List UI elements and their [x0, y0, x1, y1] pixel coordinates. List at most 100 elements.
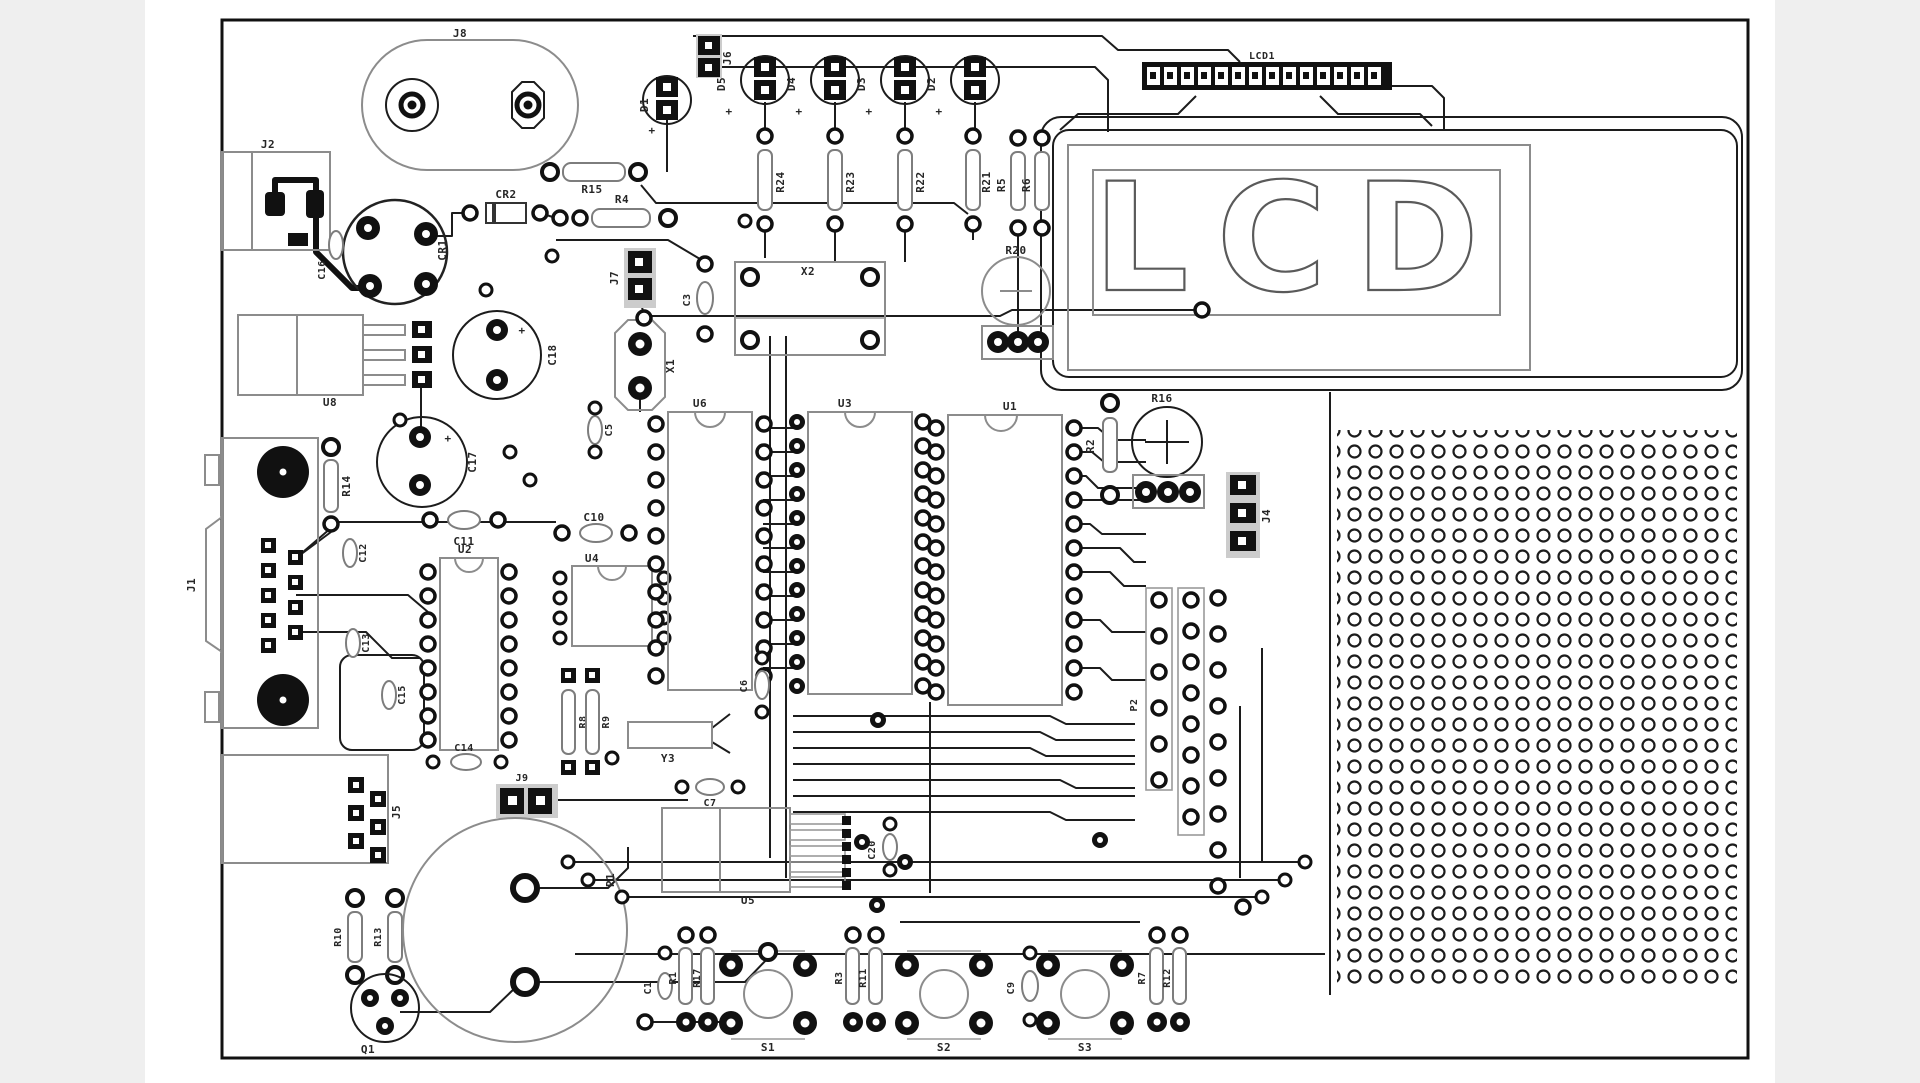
label-r17: R17 — [692, 968, 703, 988]
diode-cr2: CR2 — [461, 188, 549, 224]
label-s1: S1 — [761, 1041, 775, 1054]
label-j5: J5 — [390, 805, 403, 819]
label-r3: R3 — [834, 971, 845, 984]
resistor-r14: R14 — [321, 437, 353, 533]
label-r7: R7 — [1137, 971, 1148, 984]
transistor-q1: Q1 — [350, 973, 420, 1056]
header-j6: J6 — [696, 34, 734, 78]
header-j4: J4 — [1226, 472, 1273, 558]
label-u2: U2 — [458, 543, 472, 556]
label-u4: U4 — [585, 552, 599, 565]
label-s3: S3 — [1078, 1041, 1092, 1054]
resistor-r6: R6 — [1020, 129, 1051, 237]
label-x1: X1 — [664, 359, 677, 373]
cap-c17: + C17 — [376, 416, 479, 508]
cap-c10: C10 — [553, 511, 638, 543]
label-r11: R11 — [858, 968, 869, 988]
label-cr2: CR2 — [495, 188, 516, 201]
lcd-module: LCD — [1067, 144, 1531, 371]
ic-u5: U5 — [661, 807, 851, 907]
label-r23: R23 — [844, 171, 857, 192]
label-c5: C5 — [604, 423, 615, 436]
label-c6: C6 — [739, 679, 750, 692]
label-r24: R24 — [774, 171, 787, 192]
lcd-screen-text: LCD — [1093, 152, 1507, 326]
label-c13: C13 — [361, 633, 372, 653]
label-j9: J9 — [515, 773, 528, 784]
cap-c5: C5 — [587, 400, 615, 460]
cap-c12: C12 — [342, 538, 369, 568]
resistor-r10: R10 — [333, 888, 365, 985]
header-j7: J7 — [608, 248, 656, 308]
resistor-r7: R7 — [1137, 926, 1167, 1032]
label-c15: C15 — [397, 685, 408, 705]
header-columns-right: P2 — [1129, 587, 1227, 895]
connector-j2: J2 — [221, 138, 331, 251]
connector-lcd1: LCD1 — [1142, 51, 1392, 90]
cap-c18: + C18 — [452, 310, 559, 400]
label-r15: R15 — [581, 183, 602, 196]
crystal-y3: Y3 — [627, 721, 713, 765]
resistor-r24: R24 — [756, 127, 787, 233]
resistor-r4: R4 — [551, 193, 678, 228]
label-j1: J1 — [185, 578, 198, 592]
cap-c15: C15 — [381, 680, 408, 710]
label-s2: S2 — [937, 1041, 951, 1054]
ic-u1: U1 — [927, 400, 1083, 706]
cap-c20: C20 — [867, 816, 898, 878]
label-c9: C9 — [1006, 981, 1017, 994]
led-d1: D1 + — [638, 75, 692, 137]
label-cr1: CR1 — [436, 239, 449, 260]
label-lcd1: LCD1 — [1249, 51, 1275, 62]
ic-u4: U4 — [552, 552, 672, 647]
cap-c7: C7 — [674, 778, 746, 809]
resistor-r1: R1 — [668, 926, 696, 1032]
label-j6: J6 — [721, 51, 734, 65]
connector-j5: J5 — [221, 754, 403, 864]
label-j4: J4 — [1260, 509, 1273, 523]
cap-c16: C16 — [317, 230, 344, 280]
plus-d5: + — [725, 105, 732, 118]
plus-d4: + — [795, 105, 802, 118]
label-c20: C20 — [867, 840, 878, 860]
cap-c13: C13 — [345, 628, 372, 658]
label-r20: R20 — [1005, 244, 1026, 257]
led-d4: D4 + — [785, 55, 860, 118]
label-r10: R10 — [333, 927, 344, 947]
label-r12: R12 — [1162, 968, 1173, 988]
resistor-r11: R11 — [858, 926, 886, 1032]
label-c18: C18 — [546, 344, 559, 365]
plus-d1: + — [648, 124, 655, 137]
plus-d2: + — [935, 105, 942, 118]
resistor-r15: R15 — [540, 162, 648, 196]
label-r22: R22 — [914, 171, 927, 192]
label-y3: Y3 — [661, 752, 675, 765]
plus-c18: + — [518, 324, 525, 337]
connector-j8: J8 — [361, 27, 579, 171]
label-c1: C1 — [643, 981, 654, 994]
label-r14: R14 — [340, 475, 353, 496]
header-j9: J9 — [496, 773, 558, 818]
resistor-r21: R21 — [964, 127, 993, 233]
cap-c3: C3 — [682, 255, 714, 343]
trimpot-r16: R16 — [1131, 392, 1205, 509]
label-j7: J7 — [608, 271, 621, 285]
pot-r20: R20 — [981, 244, 1054, 360]
label-c11: C11 — [453, 535, 474, 548]
ic-u2: U2 — [419, 543, 518, 751]
label-u8: U8 — [323, 396, 337, 409]
switch-s3: S3 — [1036, 950, 1134, 1054]
resistor-r23: R23 — [826, 127, 857, 233]
label-d5: D5 — [715, 77, 728, 91]
label-r6: R6 — [1020, 178, 1033, 192]
plus-d3: + — [865, 105, 872, 118]
switch-s2: S2 — [895, 950, 993, 1054]
speaker-p1: P1 — [402, 817, 628, 1043]
label-c3: C3 — [682, 293, 693, 306]
led-d2: D2 + — [925, 55, 1000, 118]
resistor-r8: R8 — [561, 668, 589, 775]
cap-c9: C9 — [1006, 945, 1039, 1028]
regulator-u8: U8 — [237, 314, 432, 409]
